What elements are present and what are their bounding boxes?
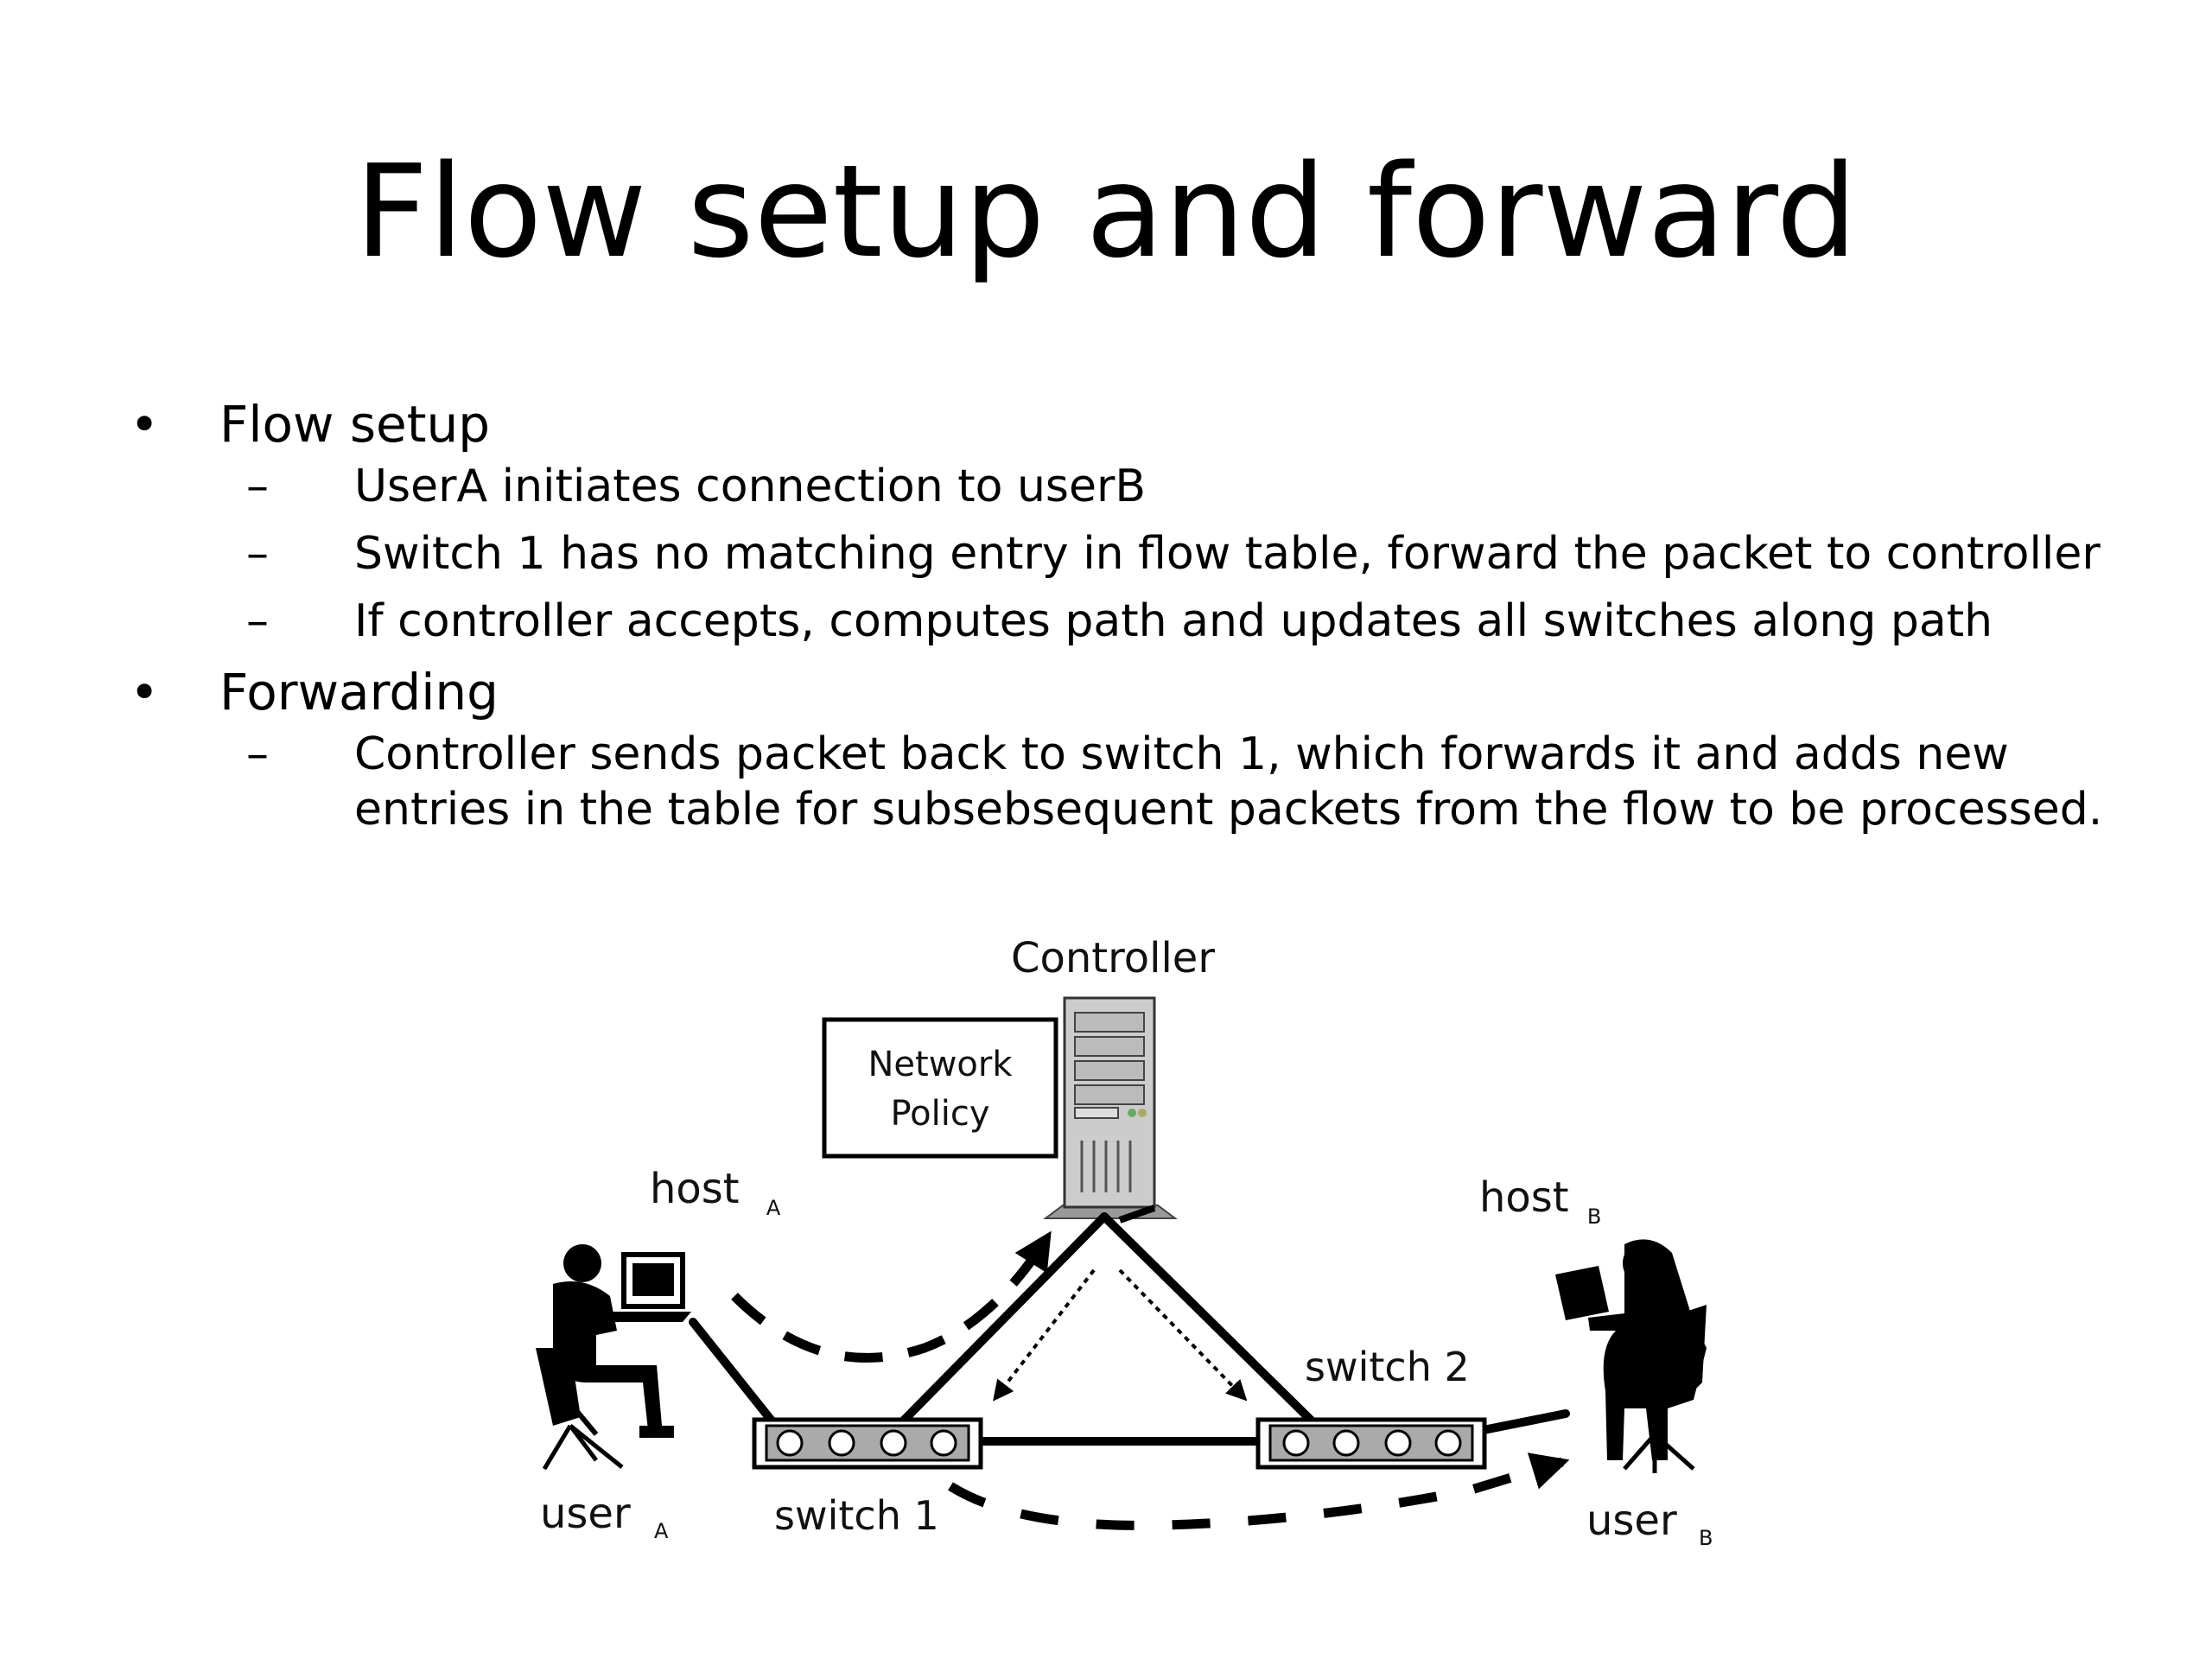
bullet-forwarding: • Forwarding – Controller sends packet b… (130, 661, 2117, 837)
network-links (689, 1212, 1570, 1446)
host-b-text: host (1479, 1173, 1569, 1222)
sub-item-text: Controller sends packet back to switch 1… (354, 728, 2103, 836)
dotted-arrow-to-switch1 (993, 1268, 1096, 1402)
sub-list: – Controller sends packet back to switch… (219, 727, 2117, 837)
bullet-label: Forwarding (219, 663, 499, 721)
user-b-subscript: B (1699, 1526, 1713, 1550)
switch-2-icon (1255, 1417, 1487, 1470)
user-a-subscript: A (654, 1519, 669, 1543)
user-b-label: user B (1586, 1497, 1713, 1550)
dash-glyph: – (246, 595, 269, 647)
switch-1-label: switch 1 (774, 1492, 939, 1539)
bullet-dot: • (130, 663, 160, 721)
user-a-label: user A (540, 1490, 669, 1543)
dash-glyph: – (246, 461, 269, 512)
link-usera-switch1 (689, 1318, 785, 1437)
dash-glyph: – (246, 528, 269, 580)
sub-item-text: Switch 1 has no matching entry in flow t… (354, 528, 2101, 580)
sub-list: – UserA initiates connection to userB – … (219, 459, 2117, 649)
dotted-arrow-to-switch2 (1118, 1268, 1248, 1402)
switch-1-icon (752, 1417, 983, 1470)
sub-item: – Switch 1 has no matching entry in flow… (130, 526, 2117, 582)
link-switch1-controller (884, 1212, 1109, 1440)
switch-2-label: switch 2 (1305, 1344, 1470, 1390)
host-b-subscript: B (1587, 1205, 1601, 1229)
host-a-label: host A (650, 1165, 781, 1220)
dash-glyph: – (246, 728, 269, 780)
bullet-dot: • (130, 395, 160, 454)
user-a-text: user (540, 1490, 631, 1538)
bullet-label: Flow setup (219, 395, 491, 454)
sub-item-text: If controller accepts, computes path and… (354, 595, 1993, 647)
dashed-arrow-controller-tip (1118, 1205, 1156, 1224)
control-arrows (993, 1268, 1248, 1402)
server-icon (1043, 996, 1178, 1219)
flow-arrows (731, 1205, 1570, 1530)
sub-item: – If controller accepts, computes path a… (130, 594, 2117, 649)
link-controller-switch2 (1100, 1212, 1335, 1444)
sub-item: – Controller sends packet back to switch… (130, 727, 2117, 837)
sub-item-text: UserA initiates connection to userB (354, 461, 1147, 512)
host-a-subscript: A (766, 1196, 781, 1220)
dashed-arrow-to-controller (731, 1230, 1052, 1363)
controller-label: Controller (1011, 934, 1215, 982)
bullet-flow-setup: • Flow setup – UserA initiates connectio… (130, 393, 2117, 649)
user-a-icon (536, 1244, 691, 1471)
policy-label-line2: Policy (890, 1094, 989, 1134)
host-b-label: host B (1479, 1173, 1601, 1229)
bullet-list: • Flow setup – UserA initiates connectio… (130, 393, 2117, 849)
dashed-arrow-to-userb (948, 1452, 1570, 1530)
host-a-text: host (650, 1165, 740, 1213)
network-diagram: Controller Network Policy host A host B (536, 934, 1713, 1550)
user-b-icon (1555, 1239, 1707, 1473)
network-policy-box: Network Policy (822, 1017, 1058, 1159)
user-b-text: user (1586, 1497, 1677, 1545)
sub-item: – UserA initiates connection to userB (130, 459, 2117, 514)
policy-label-line1: Network (868, 1045, 1013, 1084)
slide-title: Flow setup and forward (354, 137, 1858, 286)
